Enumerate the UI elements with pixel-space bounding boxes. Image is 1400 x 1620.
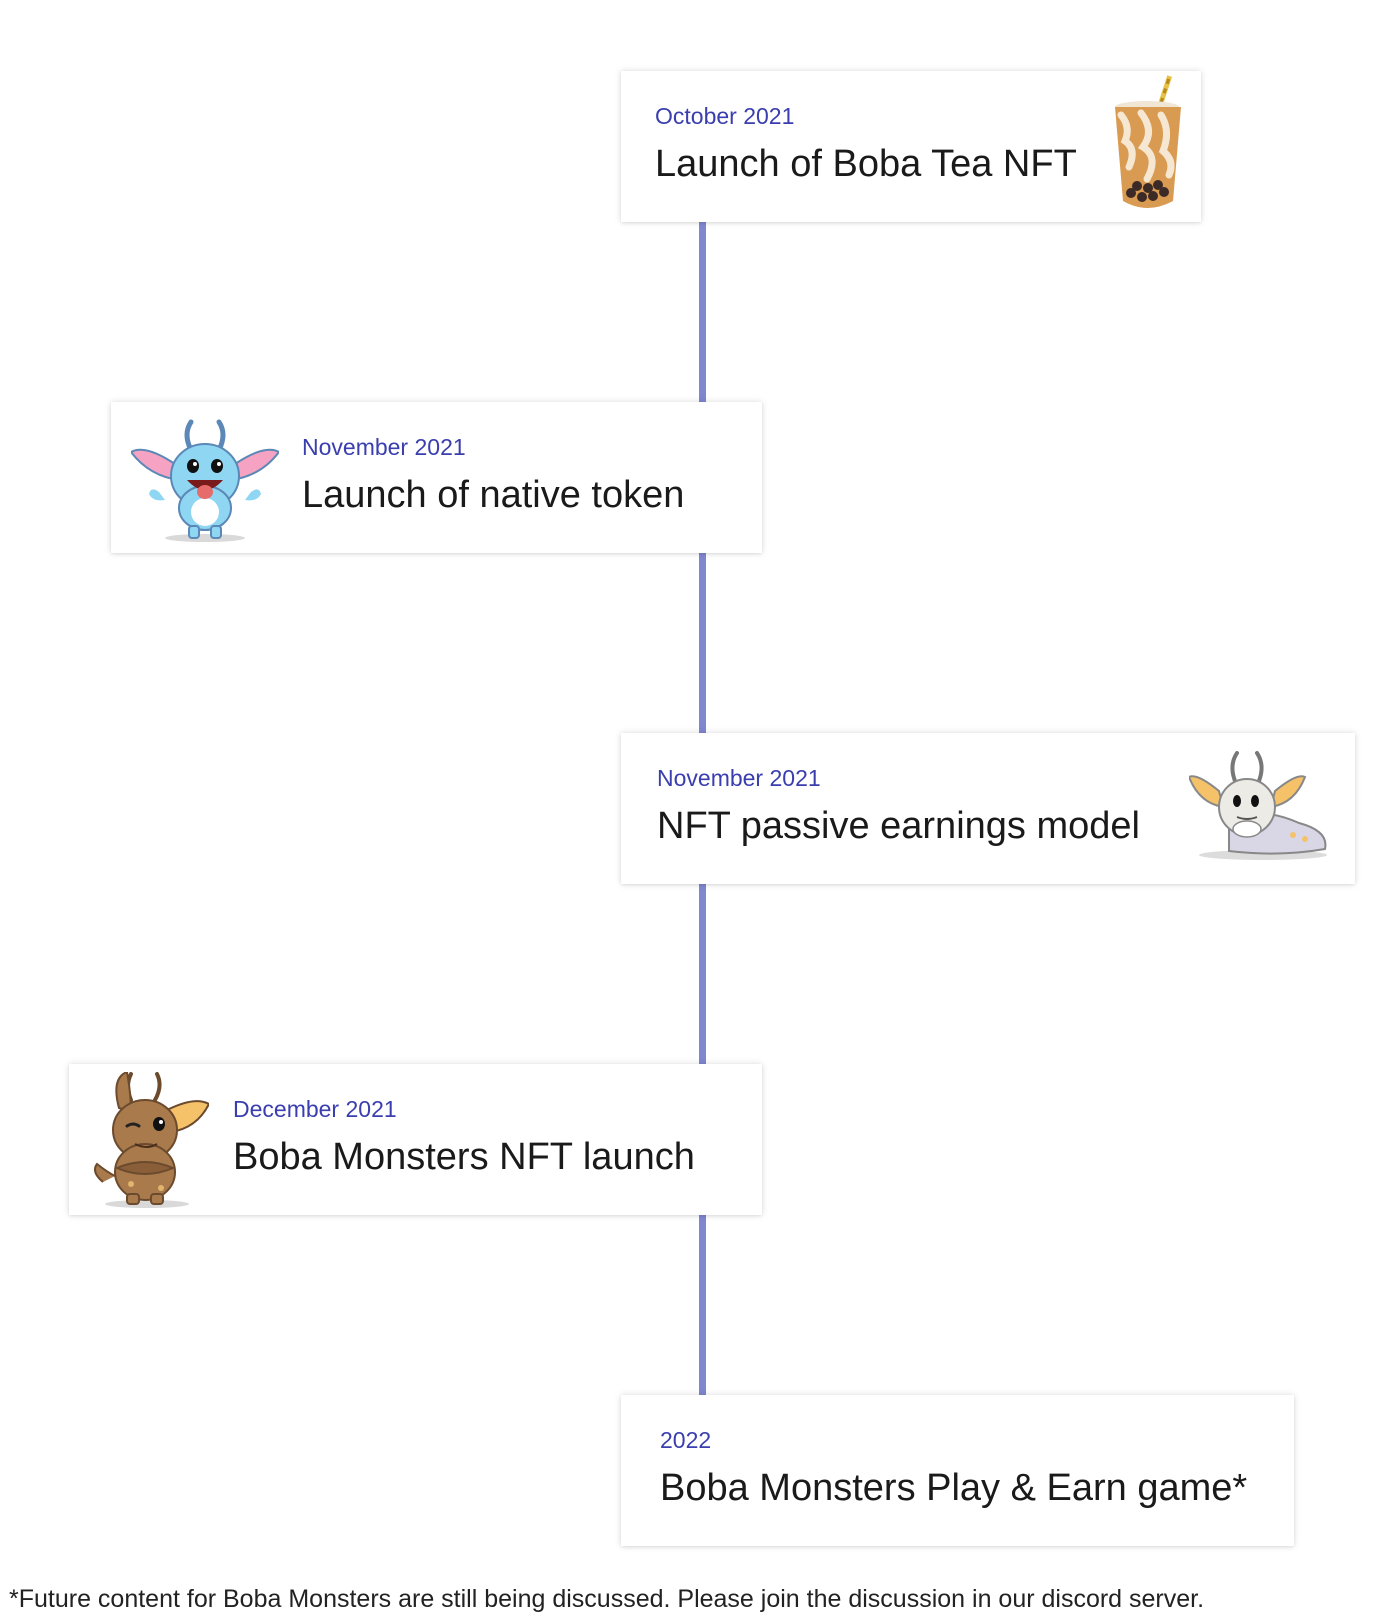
- milestone-date: 2022: [660, 1427, 712, 1453]
- milestone-card-native-token: November 2021 Launch of native token: [111, 402, 762, 553]
- milestone-card-monsters-nft: December 2021 Boba Monsters NFT launch: [69, 1064, 762, 1215]
- milestone-title: Launch of Boba Tea NFT: [655, 143, 1077, 185]
- milestone-title: Boba Monsters NFT launch: [233, 1136, 695, 1178]
- milestone-title: Boba Monsters Play & Earn game*: [660, 1467, 1248, 1509]
- milestone-card-play-and-earn: 2022 Boba Monsters Play & Earn game*: [621, 1395, 1294, 1546]
- milestone-date: November 2021: [302, 434, 466, 460]
- milestone-date: November 2021: [657, 765, 821, 791]
- footnote: *Future content for Boba Monsters are st…: [9, 1585, 1205, 1613]
- milestone-date: October 2021: [655, 103, 795, 129]
- milestone-title: Launch of native token: [302, 474, 685, 516]
- boba-tea-cup-icon: [1115, 75, 1181, 208]
- blue-monster-icon: [131, 419, 279, 542]
- milestone-title: NFT passive earnings model: [657, 805, 1140, 847]
- brown-monster-icon: [94, 1072, 209, 1208]
- milestone-card-passive-earnings: November 2021 NFT passive earnings model: [621, 733, 1355, 884]
- white-monster-icon: [1189, 751, 1327, 860]
- milestone-date: December 2021: [233, 1096, 397, 1122]
- milestone-card-boba-tea-nft: October 2021 Launch of Boba Tea NFT: [621, 71, 1201, 222]
